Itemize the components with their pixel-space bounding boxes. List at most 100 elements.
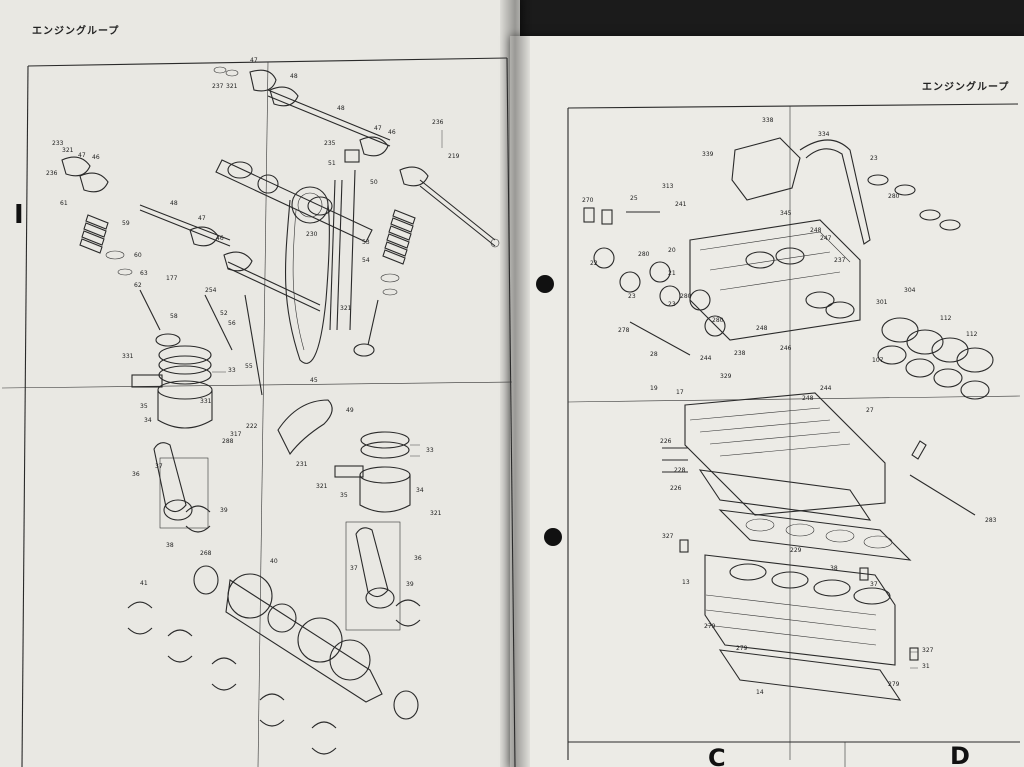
svg-text:327: 327 [662,533,674,540]
svg-text:107: 107 [872,357,884,364]
cylinder-head-lower [684,392,886,521]
svg-text:304: 304 [904,287,916,294]
svg-text:14: 14 [756,689,764,696]
svg-text:27: 27 [866,407,874,414]
svg-text:62: 62 [134,282,142,289]
column-letter-d: D [950,742,970,767]
svg-text:21: 21 [668,270,676,277]
crankshaft [193,565,419,720]
svg-text:321: 321 [316,483,328,490]
svg-text:51: 51 [328,160,336,167]
svg-text:35: 35 [340,492,348,499]
studs-bolts [629,321,976,661]
svg-text:334: 334 [818,131,830,138]
svg-text:254: 254 [205,287,217,294]
svg-text:244: 244 [820,385,832,392]
svg-text:49: 49 [346,407,354,414]
svg-text:235: 235 [324,140,336,147]
column-letter-c: C [708,744,726,767]
svg-text:329: 329 [720,373,732,380]
svg-text:53: 53 [362,239,370,246]
svg-text:22: 22 [590,260,598,267]
svg-text:177: 177 [166,275,178,282]
svg-text:45: 45 [310,377,318,384]
svg-text:40: 40 [270,558,278,565]
svg-text:48: 48 [337,105,345,112]
svg-text:219: 219 [448,153,460,160]
svg-text:38: 38 [830,565,838,572]
svg-text:280: 280 [680,293,692,300]
svg-text:61: 61 [60,200,68,207]
svg-text:38: 38 [166,542,174,549]
svg-text:280: 280 [888,193,900,200]
head-cover [731,137,961,245]
svg-text:321: 321 [226,83,238,90]
svg-text:280: 280 [712,317,724,324]
svg-text:321: 321 [430,510,442,517]
svg-text:301: 301 [876,299,888,306]
svg-text:59: 59 [122,220,130,227]
svg-text:33: 33 [228,367,236,374]
piston-assembly-upper [131,345,411,513]
svg-text:339: 339 [702,151,714,158]
svg-text:233: 233 [52,140,64,147]
svg-text:228: 228 [674,467,686,474]
svg-text:279: 279 [704,623,716,630]
svg-text:270: 270 [582,197,594,204]
svg-text:238: 238 [734,350,746,357]
svg-text:36: 36 [414,555,422,562]
svg-text:226: 226 [670,485,682,492]
svg-text:47: 47 [198,215,206,222]
leader-lines [212,130,918,669]
svg-text:13: 13 [682,579,690,586]
svg-text:241: 241 [675,201,687,208]
left-frame [1,57,516,767]
tappets [583,207,726,337]
cylinder-block [704,554,896,666]
svg-text:278: 278 [618,327,630,334]
svg-text:56: 56 [228,320,236,327]
svg-text:47: 47 [374,125,382,132]
svg-text:112: 112 [940,315,952,322]
svg-text:58: 58 [170,313,178,320]
svg-text:46: 46 [92,154,100,161]
chain-tensioner [277,399,333,456]
svg-text:248: 248 [756,325,768,332]
svg-text:50: 50 [370,179,378,186]
valve-springs [79,209,416,396]
svg-text:345: 345 [780,210,792,217]
right-frame [567,103,1021,767]
svg-text:19: 19 [650,385,658,392]
svg-text:35: 35 [140,403,148,410]
svg-text:229: 229 [790,547,802,554]
svg-text:54: 54 [362,257,370,264]
svg-text:25: 25 [630,195,638,202]
svg-text:331: 331 [122,353,134,360]
svg-text:31: 31 [922,663,930,670]
svg-text:321: 321 [62,147,74,154]
svg-text:280: 280 [638,251,650,258]
svg-text:17: 17 [676,389,684,396]
head-gasket [718,509,912,561]
side-mark: I [14,200,24,230]
svg-text:230: 230 [306,231,318,238]
svg-text:46: 46 [388,129,396,136]
svg-text:268: 268 [200,550,212,557]
svg-text:39: 39 [220,507,228,514]
intake-boots [877,317,994,400]
svg-text:279: 279 [888,681,900,688]
svg-text:34: 34 [144,417,152,424]
svg-text:283: 283 [985,517,997,524]
binder-hole [536,275,554,293]
svg-text:47: 47 [250,57,258,64]
svg-text:237: 237 [834,257,846,264]
svg-text:47: 47 [78,152,86,159]
svg-text:321: 321 [340,305,352,312]
svg-text:37: 37 [350,565,358,572]
svg-text:37: 37 [870,581,878,588]
svg-text:36: 36 [132,471,140,478]
svg-text:46: 46 [216,235,224,242]
